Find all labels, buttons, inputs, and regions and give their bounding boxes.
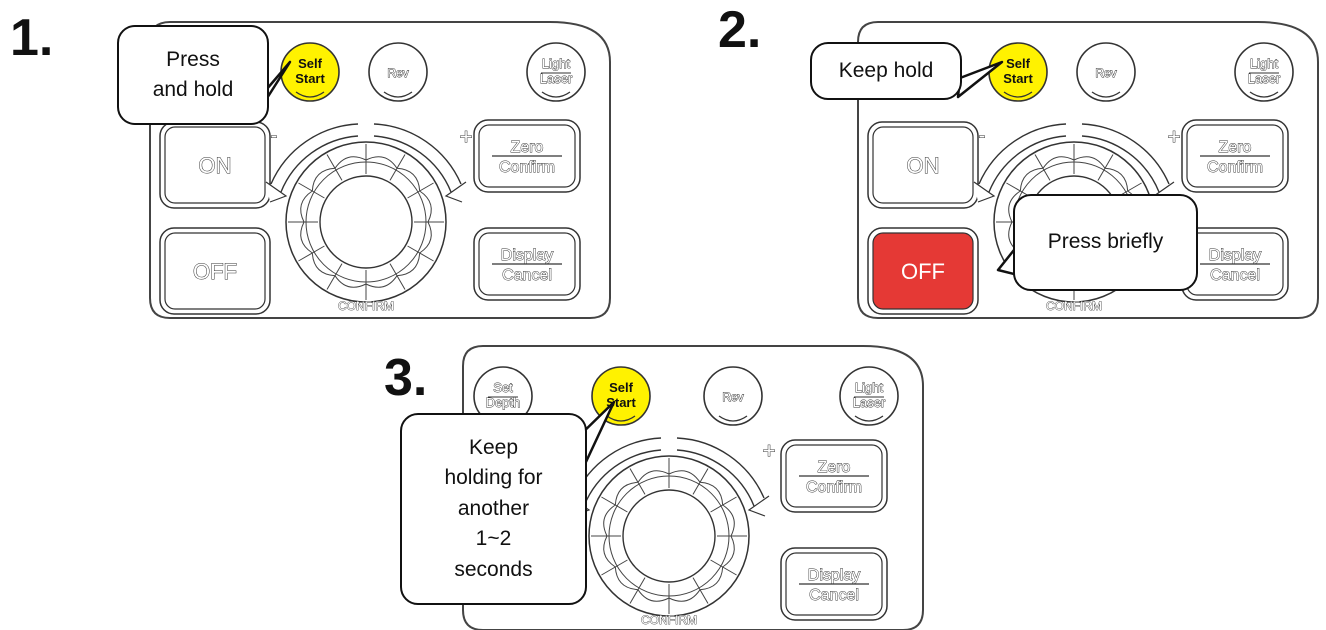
svg-text:Display: Display xyxy=(501,247,553,264)
svg-text:CONFIRM: CONFIRM xyxy=(1046,299,1102,313)
step-3-number: 3. xyxy=(384,349,428,407)
rev-button[interactable]: Rev xyxy=(1076,42,1136,102)
svg-text:-: - xyxy=(271,125,278,147)
confirm-dial[interactable]: -+CONFIRM xyxy=(568,437,776,627)
callout-press-briefly: Press briefly xyxy=(1013,194,1198,291)
svg-text:CONFIRM: CONFIRM xyxy=(338,299,394,313)
rev-button[interactable]: Rev xyxy=(703,366,763,426)
svg-text:Set: Set xyxy=(493,380,513,395)
svg-text:Confirm: Confirm xyxy=(806,479,862,496)
svg-text:OFF: OFF xyxy=(901,259,945,284)
svg-text:Self: Self xyxy=(1006,56,1031,71)
svg-text:Rev: Rev xyxy=(387,66,408,80)
svg-text:Cancel: Cancel xyxy=(1210,267,1260,284)
svg-text:Self: Self xyxy=(609,380,634,395)
svg-text:Rev: Rev xyxy=(1095,66,1116,80)
svg-text:CONFIRM: CONFIRM xyxy=(641,613,697,627)
off-button[interactable]: OFF xyxy=(159,227,271,315)
svg-text:+: + xyxy=(1168,124,1181,149)
svg-text:Cancel: Cancel xyxy=(809,587,859,604)
svg-text:Confirm: Confirm xyxy=(499,159,555,176)
callout-press-and-hold: Press and hold xyxy=(117,25,269,125)
off-button[interactable]: OFF xyxy=(867,227,979,315)
svg-text:ON: ON xyxy=(907,153,940,178)
svg-text:Start: Start xyxy=(606,395,636,410)
svg-text:Laser: Laser xyxy=(1248,71,1281,86)
svg-text:OFF: OFF xyxy=(193,259,237,284)
svg-text:Depth: Depth xyxy=(486,395,521,410)
svg-text:Zero: Zero xyxy=(1219,139,1252,156)
step-2-number: 2. xyxy=(718,1,762,59)
on-button[interactable]: ON xyxy=(159,121,271,209)
svg-text:-: - xyxy=(979,125,986,147)
confirm-dial[interactable]: - + CONFIRM xyxy=(265,123,473,313)
svg-text:Start: Start xyxy=(295,71,325,86)
svg-text:Laser: Laser xyxy=(540,71,573,86)
svg-text:Zero: Zero xyxy=(511,139,544,156)
callout-keep-holding: Keep holding for another 1~2 seconds xyxy=(400,413,587,605)
svg-text:Laser: Laser xyxy=(853,395,886,410)
svg-text:Cancel: Cancel xyxy=(502,267,552,284)
svg-text:Rev: Rev xyxy=(722,390,743,404)
on-button[interactable]: ON xyxy=(867,121,979,209)
svg-text:Self: Self xyxy=(298,56,323,71)
svg-text:Display: Display xyxy=(1209,247,1261,264)
callout-keep-hold: Keep hold xyxy=(810,42,962,100)
svg-text:Start: Start xyxy=(1003,71,1033,86)
svg-text:+: + xyxy=(763,438,776,463)
rev-button[interactable]: Rev xyxy=(368,42,428,102)
svg-text:Display: Display xyxy=(808,567,860,584)
svg-text:Light: Light xyxy=(1250,56,1279,71)
svg-text:+: + xyxy=(460,124,473,149)
svg-text:ON: ON xyxy=(199,153,232,178)
svg-text:Light: Light xyxy=(542,56,571,71)
svg-text:Zero: Zero xyxy=(818,459,851,476)
svg-text:Confirm: Confirm xyxy=(1207,159,1263,176)
svg-text:Light: Light xyxy=(855,380,884,395)
step-1-number: 1. xyxy=(10,9,54,67)
